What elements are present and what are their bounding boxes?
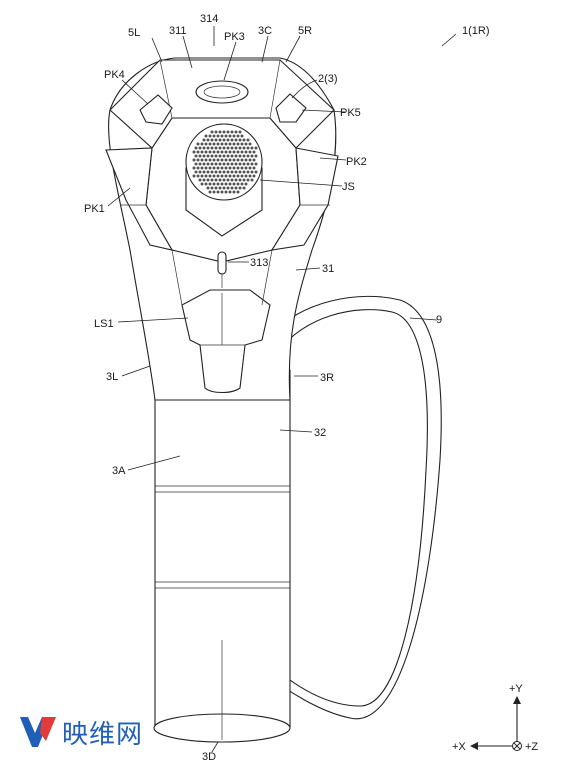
label-fig-ref: 1(1R) — [462, 25, 490, 37]
label-311: 311 — [169, 25, 187, 37]
label-3C: 3C — [258, 25, 272, 37]
joystick — [185, 123, 263, 237]
label-PK4: PK4 — [104, 69, 125, 81]
watermark: 映维网 — [18, 712, 143, 752]
reference-labels: 1(1R) 5L 311 314 PK3 3C 5R 2(3) PK4 PK5 … — [84, 13, 490, 763]
axis-y-label: +Y — [509, 683, 523, 695]
label-PK1: PK1 — [84, 203, 105, 215]
label-3A: 3A — [112, 465, 126, 477]
label-32: 32 — [314, 427, 326, 439]
watermark-logo-icon — [20, 717, 56, 747]
label-PK2: PK2 — [346, 156, 367, 168]
label-314: 314 — [200, 13, 218, 25]
grip-handle — [153, 369, 291, 743]
label-31: 31 — [322, 263, 334, 275]
strap — [263, 295, 442, 720]
axis-z-label: +Z — [525, 741, 538, 753]
upper-body — [105, 57, 339, 401]
label-3D: 3D — [202, 751, 216, 763]
label-313: 313 — [250, 257, 268, 269]
label-9: 9 — [436, 314, 442, 326]
watermark-text: 映维网 — [62, 719, 144, 750]
joystick-knurl — [192, 130, 258, 194]
label-PK3: PK3 — [224, 31, 245, 43]
label-LS1: LS1 — [94, 318, 114, 330]
label-JS: JS — [342, 181, 355, 193]
label-5R: 5R — [298, 25, 312, 37]
label-2-3: 2(3) — [318, 73, 338, 85]
label-3R: 3R — [320, 372, 334, 384]
axis-indicator: +Y +X +Z — [452, 683, 538, 753]
axis-x-label: +X — [452, 741, 466, 753]
label-3L: 3L — [106, 371, 118, 383]
leader-lines — [107, 26, 457, 753]
label-5L: 5L — [128, 27, 140, 39]
label-PK5: PK5 — [340, 107, 361, 119]
